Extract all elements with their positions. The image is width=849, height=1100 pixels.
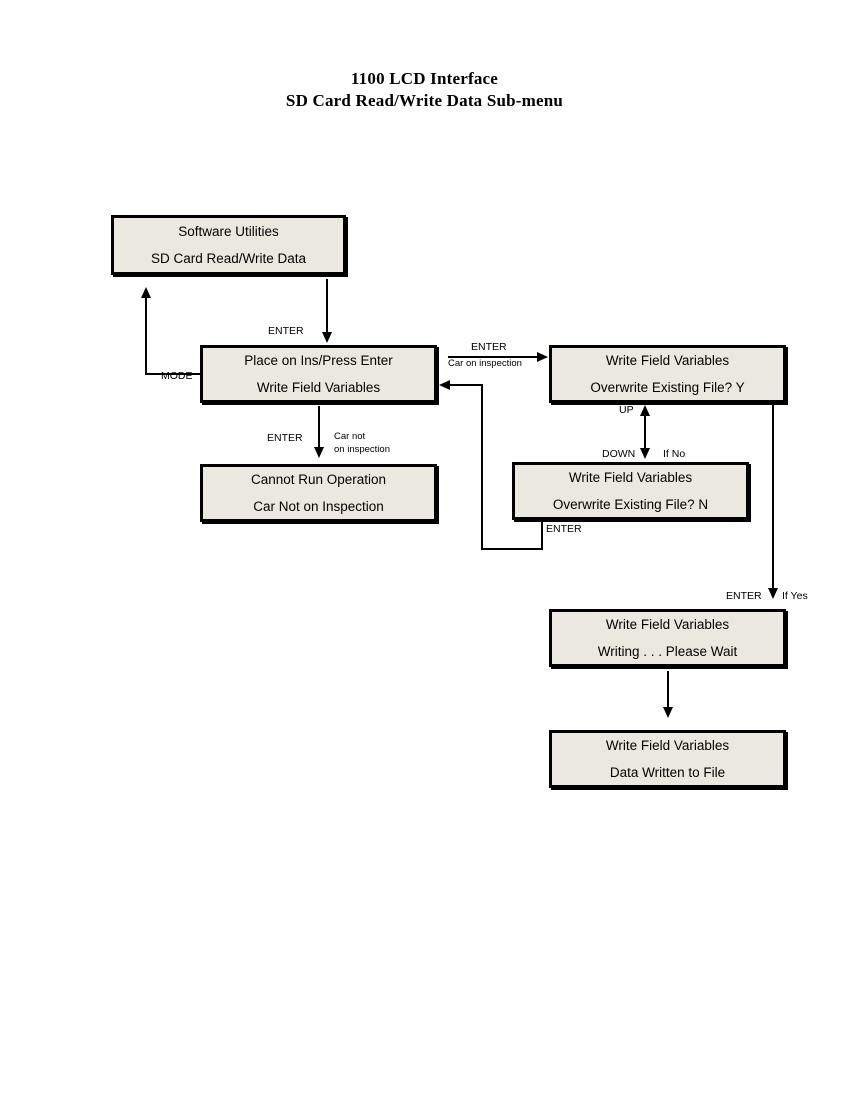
- box-cannot-run-operation[interactable]: Cannot Run Operation Car Not on Inspecti…: [200, 464, 437, 522]
- edge-label-mode-back: MODE: [161, 370, 193, 382]
- edge-writing-to-data-written-arrowhead: [662, 707, 673, 718]
- box-overwrite-yes-line-1: Write Field Variables: [605, 352, 730, 368]
- edge-label-up: UP: [619, 404, 634, 416]
- box-software-utilities-line-2: SD Card Read/Write Data: [150, 250, 307, 266]
- edge-label-car-on-inspection: Car on inspection: [448, 358, 522, 369]
- box-place-on-ins-line-1: Place on Ins/Press Enter: [244, 352, 393, 368]
- box-data-written-to-file-line-1: Write Field Variables: [605, 737, 730, 753]
- edge-mode-back-vertical: [145, 297, 147, 375]
- edge-up-arrowhead: [639, 405, 650, 416]
- edge-mode-back-horizontal: [145, 373, 202, 375]
- box-overwrite-no-line-1: Write Field Variables: [568, 469, 693, 485]
- edge-down-arrowhead: [639, 448, 650, 459]
- box-software-utilities-line-1: Software Utilities: [178, 223, 279, 239]
- edge-enter-from-no-horizontal-top: [450, 384, 483, 386]
- edge-enter-from-no-arrowhead: [439, 379, 450, 390]
- page-title-line-2: SD Card Read/Write Data Sub-menu: [285, 91, 564, 110]
- edge-enter-from-no-vertical: [481, 384, 483, 550]
- box-overwrite-yes-line-2: Overwrite Existing File? Y: [590, 379, 745, 395]
- edge-enter-to-place-line: [326, 279, 328, 334]
- edge-label-enter-if-yes: ENTER: [726, 590, 762, 602]
- edge-label-car-not-line-1: Car not: [334, 431, 366, 442]
- page-title-line-1: 1100 LCD Interface: [350, 69, 499, 88]
- edge-enter-to-yes-arrowhead: [537, 351, 548, 362]
- box-overwrite-no[interactable]: Write Field Variables Overwrite Existing…: [512, 462, 749, 520]
- edge-up-down-line: [644, 414, 646, 450]
- box-writing-please-wait[interactable]: Write Field Variables Writing . . . Plea…: [549, 609, 786, 667]
- box-writing-please-wait-line-1: Write Field Variables: [605, 616, 730, 632]
- box-data-written-to-file[interactable]: Write Field Variables Data Written to Fi…: [549, 730, 786, 788]
- box-place-on-ins[interactable]: Place on Ins/Press Enter Write Field Var…: [200, 345, 437, 403]
- edge-label-enter-to-cannot: ENTER: [267, 432, 303, 444]
- box-cannot-run-operation-line-2: Car Not on Inspection: [253, 498, 384, 514]
- edge-label-enter-to-place: ENTER: [268, 325, 304, 337]
- box-overwrite-no-line-2: Overwrite Existing File? N: [552, 496, 709, 512]
- edge-label-enter-from-no: ENTER: [546, 523, 582, 535]
- edge-label-if-no: If No: [663, 448, 686, 460]
- edge-enter-from-no-horizontal-bottom: [481, 548, 543, 550]
- edge-writing-to-data-written-line: [667, 671, 669, 709]
- edge-enter-to-cannot-arrowhead: [313, 447, 324, 458]
- box-overwrite-yes[interactable]: Write Field Variables Overwrite Existing…: [549, 345, 786, 403]
- edge-enter-to-cannot-line: [318, 406, 320, 449]
- edge-mode-back-arrowhead: [140, 287, 151, 298]
- page-title: 1100 LCD Interface SD Card Read/Write Da…: [0, 68, 849, 112]
- box-software-utilities[interactable]: Software Utilities SD Card Read/Write Da…: [111, 215, 346, 275]
- edge-enter-from-no-stub: [541, 522, 543, 550]
- edge-label-down: DOWN: [602, 448, 636, 460]
- edge-label-if-yes: If Yes: [782, 590, 808, 602]
- box-cannot-run-operation-line-1: Cannot Run Operation: [250, 471, 387, 487]
- edge-label-enter-to-yes: ENTER: [471, 341, 507, 353]
- edge-enter-to-yes-line: [448, 356, 539, 358]
- edge-label-car-not-line-2: on inspection: [334, 444, 390, 455]
- edge-enter-if-yes-line: [772, 405, 774, 590]
- box-place-on-ins-line-2: Write Field Variables: [256, 379, 381, 395]
- box-data-written-to-file-line-2: Data Written to File: [609, 764, 726, 780]
- edge-enter-to-place-arrowhead: [321, 332, 332, 343]
- edge-enter-if-yes-arrowhead: [767, 588, 778, 599]
- box-writing-please-wait-line-2: Writing . . . Please Wait: [597, 643, 738, 659]
